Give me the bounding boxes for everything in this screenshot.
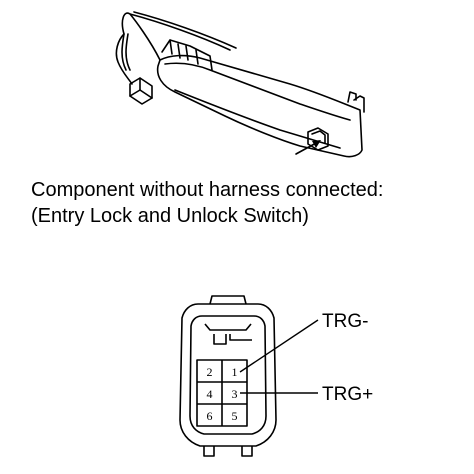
pin-5: 5 (232, 409, 238, 423)
connector-diagram: 2 1 4 3 6 5 TRG- TRG+ (179, 295, 373, 457)
pin-1: 1 (232, 365, 238, 379)
door-handle-illustration (115, 11, 365, 158)
pin-4: 4 (207, 387, 213, 401)
leader-line-trg-minus (239, 319, 319, 373)
switch-button (307, 127, 329, 151)
connector-housing-inner (189, 315, 267, 435)
caption-line-1: Component without harness connected: (31, 179, 384, 201)
caption-line-2: (Entry Lock and Unlock Switch) (31, 205, 309, 227)
handle-body (156, 54, 363, 158)
terminal-label-trg-minus: TRG- (322, 311, 368, 332)
switch-arrow-head (312, 140, 321, 148)
connector-housing-outer (179, 303, 277, 447)
pin-3: 3 (232, 387, 238, 401)
pin-6: 6 (207, 409, 213, 423)
connector-lock-tab (209, 295, 247, 305)
terminal-label-trg-plus: TRG+ (322, 384, 373, 405)
pin-2: 2 (207, 365, 213, 379)
